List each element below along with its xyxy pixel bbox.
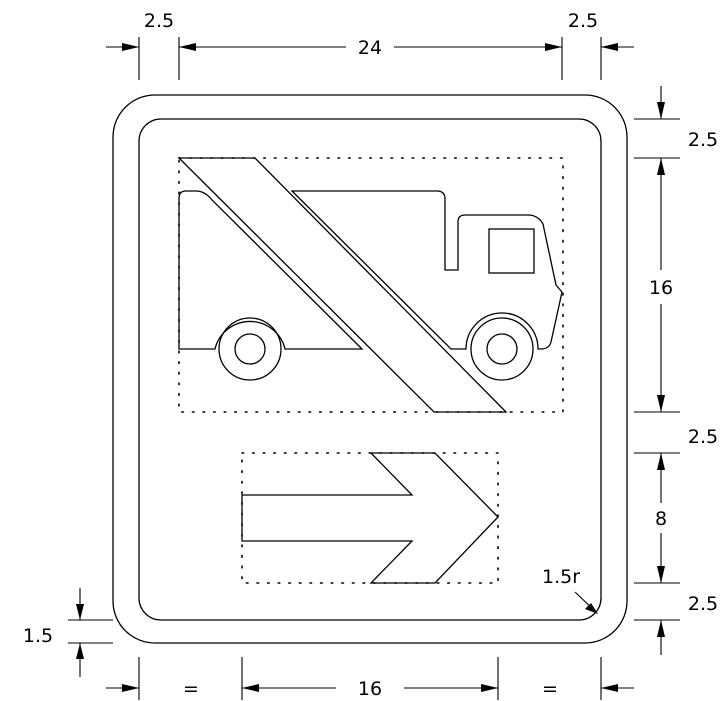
truck-cab-window [488,228,535,274]
dimension-bottom: = 16 = [106,657,634,700]
dimension-top: 2.5 24 2.5 [106,10,634,80]
truck-front-body-cab [290,190,563,350]
dim-bottom-arrow-width: 16 [358,678,382,700]
dim-right-top-border: 2.5 [688,129,718,151]
dimension-corner-radius: 1.5r [542,566,598,614]
symbol-layout-box [178,157,564,413]
dim-bottom-left-equal: = [183,678,199,700]
dim-right-arrow-height: 8 [655,508,667,530]
dimension-left-offset: 1.5 [23,588,113,677]
dim-bottom-right-equal: = [542,678,558,700]
truck-rear-wheel-outer [218,317,282,381]
dim-right-bottom-border: 2.5 [688,593,718,615]
dim-left-edge-offset: 1.5 [23,625,53,647]
dim-top-right-border: 2.5 [568,10,598,32]
dim-top-width: 24 [358,37,382,59]
no-trucks-icon [177,157,563,413]
dim-corner-radius: 1.5r [542,566,580,588]
truck-front-wheel-outer [470,317,534,381]
arrow-layout-box [241,452,499,584]
truck-front-wheel-inner [486,333,518,365]
dim-right-symbol-height: 16 [649,277,673,299]
sign-inner-border [138,118,602,621]
truck-rear-wheel-inner [234,333,266,365]
sign-panel [112,94,628,644]
dimension-right: 2.5 16 2.5 8 2.5 [634,86,718,655]
truck-rear-body [178,190,364,350]
sign-outer-border [112,94,628,644]
prohibition-slash [177,157,508,413]
right-arrow-icon [241,452,499,584]
dim-right-gap: 2.5 [688,426,718,448]
dim-top-left-border: 2.5 [144,10,174,32]
